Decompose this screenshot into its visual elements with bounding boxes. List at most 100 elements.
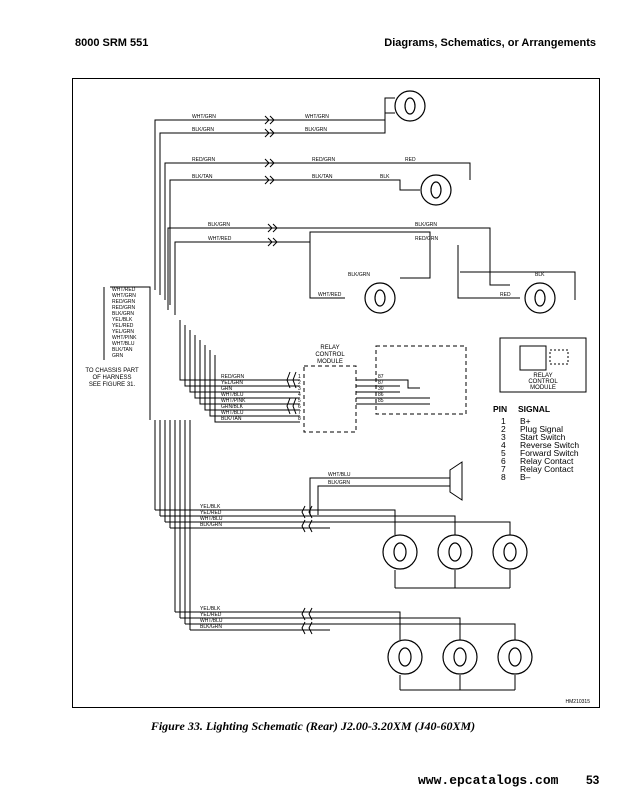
relay-pin: 30 [378,386,384,392]
wire-label: BLK/GRN [192,127,214,133]
pin-header: PIN [493,404,507,414]
relay-wire: GRN [221,386,233,392]
wire-label: BLK/TAN [312,174,333,180]
note-line: SEE FIGURE 31. [89,382,136,388]
relay-pins-right: 87 87 30 86 85 [378,374,384,404]
relay-wire: WHT/BLU [221,392,244,398]
pin-number: 8 [501,472,506,482]
bank1-wire: BLK/GRN [200,522,222,528]
pin-number: 5 [501,448,506,458]
relay-pin: 2 [298,380,301,386]
pin-number: 2 [501,424,506,434]
harness-wire: GRN [112,353,124,359]
relay-pin: 87 [378,380,384,386]
harness-wire: WHT/RED [112,287,136,293]
lamp-bank2-labels: YEL/BLK YEL/RED WHT/BLU BLK/GRN [200,606,223,630]
pin-number: 3 [501,432,506,442]
pin-signal: Relay Contact [520,464,574,474]
wire-label: BLK [535,272,545,278]
relay-label-line: CONTROL [315,352,345,358]
harness-wire: WHT/BLU [112,341,135,347]
horn-wire: BLK/GRN [328,480,350,486]
harness-wire: RED/GRN [112,305,135,311]
bank2-wire: YEL/RED [200,612,222,618]
lamp-symbols [364,90,556,675]
wire-labels: WHT/GRN WHT/GRN BLK/GRN BLK/GRN RED/GRN … [192,114,545,298]
pin-signal: Reverse Switch [520,440,579,450]
wire-label: RED [405,157,416,163]
module-icon [499,337,587,393]
wire-label: WHT/GRN [192,114,216,120]
pin-signal: B+ [520,416,531,426]
relay-label-line: MODULE [317,359,343,365]
harness-wire: YEL/BLK [112,317,133,323]
bank2-wire: BLK/GRN [200,624,222,630]
note-line: OF HARNESS [92,375,131,381]
relay-pin: 1 [298,374,301,380]
figure-caption: Figure 33. Lighting Schematic (Rear) J2.… [150,719,476,733]
relay-wire: GRN/BLK [221,404,244,410]
relay-pin: 4 [298,392,301,398]
harness-wire: YEL/GRN [112,329,134,335]
bank2-wire: YEL/BLK [200,606,221,612]
horn-labels: WHT/BLU BLK/GRN [328,472,351,486]
header-right: Diagrams, Schematics, or Arrangements [384,37,596,49]
footer-site: www.epcatalogs.com [418,773,559,788]
pin-signal: Start Switch [520,432,566,442]
connector-symbols [264,115,313,635]
note-line: TO CHASSIS PART [85,368,139,374]
bank1-wire: YEL/BLK [200,504,221,510]
pin-number: 1 [501,416,506,426]
relay-pin: 87 [378,374,384,380]
wire-label: BLK/GRN [208,222,230,228]
relay-label: RELAY CONTROL MODULE [315,345,345,365]
pin-signal: Forward Switch [520,448,579,458]
bank1-wire: YEL/RED [200,510,222,516]
harness-note: TO CHASSIS PART OF HARNESS SEE FIGURE 31… [85,368,139,388]
pin-table: PIN SIGNAL 1 B+ 2 Plug Signal 3 Start Sw… [493,404,579,482]
relay-wire: BLK/TAN [221,416,242,422]
harness-wire: WHT/GRN [112,293,136,299]
harness-wire: BLK/TAN [112,347,133,353]
relay-pin: 8 [298,416,301,422]
wire-label: BLK/GRN [348,272,370,278]
wire-label: WHT/RED [208,236,232,242]
relay-pin: 86 [378,392,384,398]
wire-label: BLK/GRN [415,222,437,228]
relay-wire: WHT/PINK [221,398,246,404]
wire-label: RED/GRN [192,157,215,163]
figure-id: HM210315 [566,699,591,705]
pin-signal: Relay Contact [520,456,574,466]
relay-wire: WHT/BLU [221,410,244,416]
wire-label: WHT/GRN [305,114,329,120]
relay-pin: 85 [378,398,384,404]
signal-header: SIGNAL [518,404,550,414]
harness-wire: YEL/RED [112,323,134,329]
module-label-line: CONTROL [528,379,558,385]
pin-number: 4 [501,440,506,450]
horn-wire: WHT/BLU [328,472,351,478]
relay-label-line: RELAY [320,345,339,351]
relay-pin: 3 [298,386,301,392]
diagram-frame [72,78,600,708]
pin-signal: B– [520,472,531,482]
wire-label: RED/GRN [312,157,335,163]
wire-label: RED [500,292,511,298]
pin-number: 7 [501,464,506,474]
relay-wire-labels: RED/GRN YEL/GRN GRN WHT/BLU WHT/PINK GRN… [221,374,246,422]
harness-wire: BLK/GRN [112,311,134,317]
header-left: 8000 SRM 551 [75,37,149,49]
page-number: 53 [586,773,600,787]
bank1-wire: WHT/BLU [200,516,223,522]
module-label-line: RELAY [533,373,552,379]
wire-label: RED/GRN [415,236,438,242]
wire-label: BLK [380,174,390,180]
bank2-wire: WHT/BLU [200,618,223,624]
wire-label: BLK/GRN [305,127,327,133]
relay-pin: 7 [298,410,301,416]
harness-labels: WHT/RED WHT/GRN RED/GRN RED/GRN BLK/GRN … [112,287,137,359]
wire-label: BLK/TAN [192,174,213,180]
harness-wire: RED/GRN [112,299,135,305]
relay-wire: RED/GRN [221,374,244,380]
